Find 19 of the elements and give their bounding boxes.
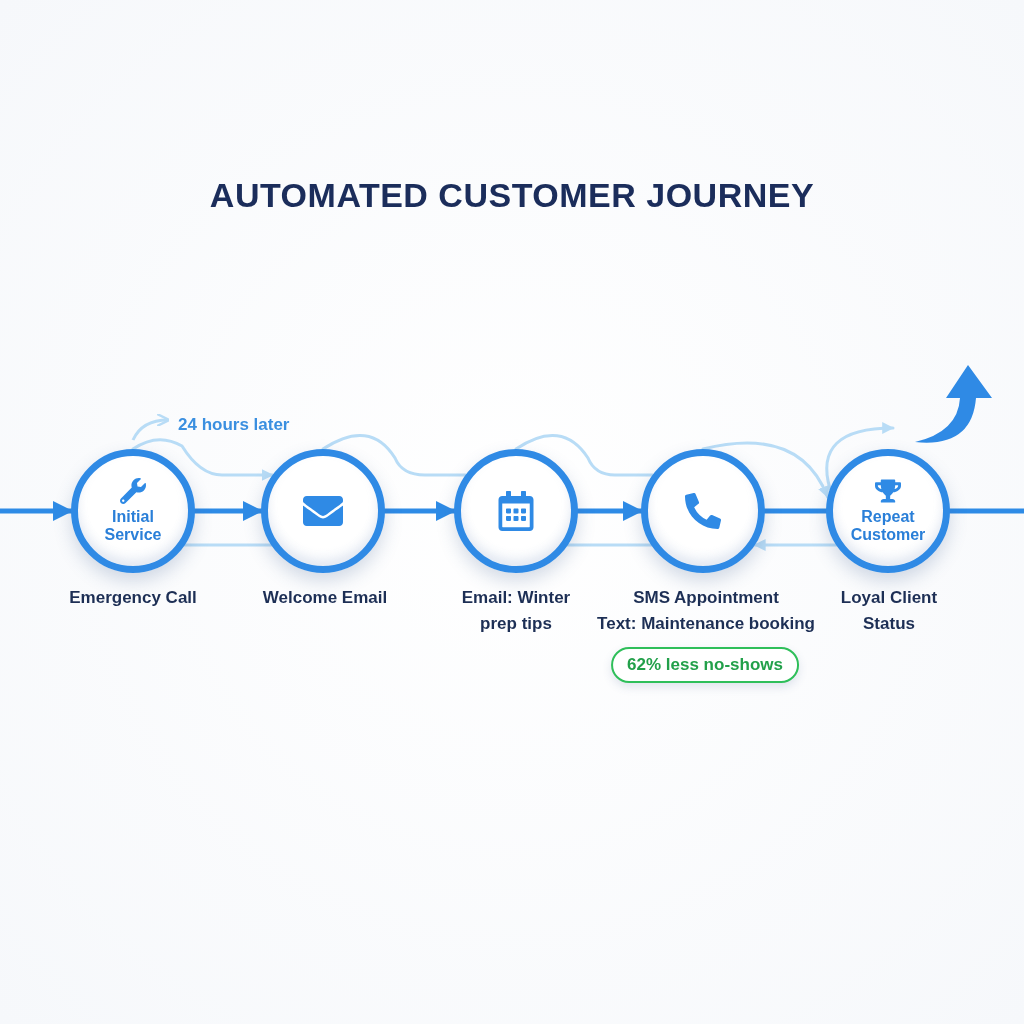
step-caption: Loyal Client Status [839, 587, 939, 635]
step-circle [261, 449, 385, 573]
delay-label: 24 hours later [178, 415, 290, 435]
step-caption: Emergency Call [69, 587, 197, 609]
connector-line [321, 434, 467, 477]
arrow [701, 441, 830, 499]
step-caption: Text: Maintenance booking [597, 612, 815, 635]
connector-line [514, 434, 654, 477]
stat-badge: 62% less no-shows [611, 647, 799, 683]
node-label: Repeat Customer [849, 507, 927, 545]
step-caption: Email: Winter prep tips [460, 587, 572, 635]
title: AUTOMATED CUSTOMER JOURNEY [208, 176, 816, 215]
node-label: Initial Service [103, 507, 163, 545]
arrow [753, 539, 838, 551]
arrow [131, 438, 274, 481]
step-caption: Welcome Email [262, 587, 388, 609]
step-caption: SMS Appointment [633, 587, 779, 609]
connector-line [183, 543, 273, 547]
connector-line [566, 543, 653, 547]
